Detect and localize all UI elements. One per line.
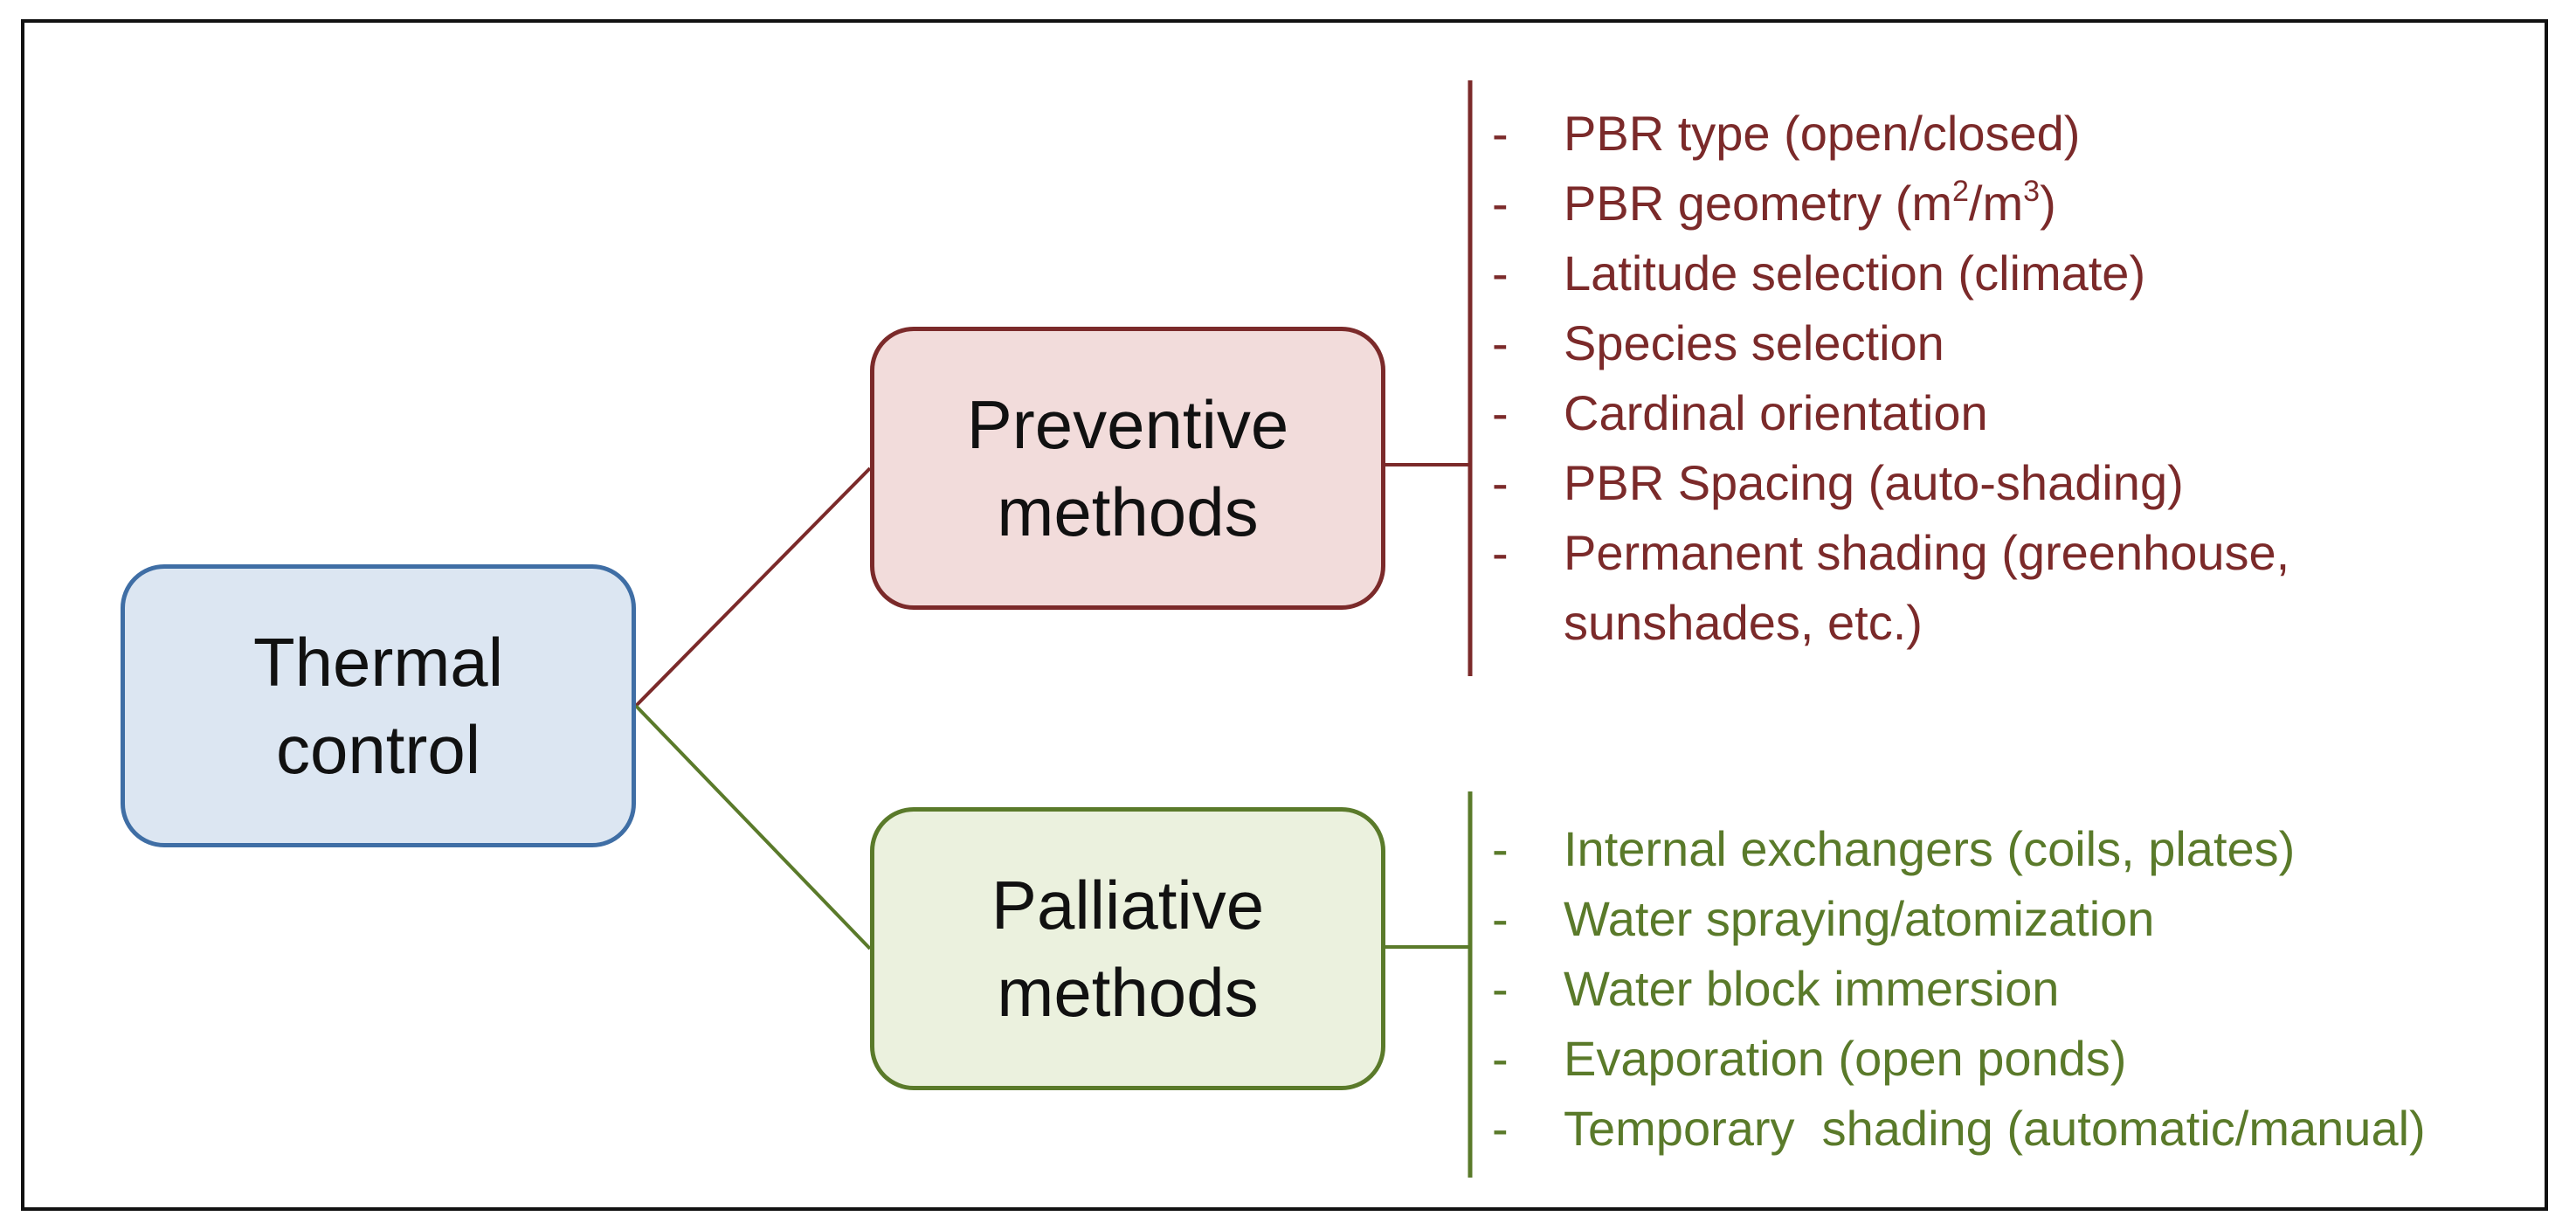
thermal-control-line1: Thermal <box>252 624 504 701</box>
list-item: - PBR type (open/closed) <box>1492 99 2289 169</box>
list-item-text: Water spraying/atomization <box>1564 891 2155 946</box>
list-item: - Water block immersion <box>1492 954 2426 1024</box>
list-item: - Permanent shading (greenhouse, sunshad… <box>1492 518 2290 658</box>
list-item: - Latitude selection (climate) <box>1492 238 2289 308</box>
preventive-methods-node: Preventive methods <box>870 327 1385 610</box>
preventive-methods-line1: Preventive <box>966 386 1289 463</box>
connector-root-palliative <box>634 704 872 950</box>
list-item-text: PBR type (open/closed) <box>1564 106 2081 161</box>
list-item: - PBR geometry (m2/m3) <box>1492 169 2289 238</box>
list-dash: - <box>1492 315 1509 370</box>
list-dash: - <box>1492 1101 1509 1156</box>
list-item-text: Latitude selection (climate) <box>1564 245 2146 301</box>
list-item: - Species selection <box>1492 308 2289 378</box>
list-item: - Water spraying/atomization <box>1492 884 2426 954</box>
list-dash: - <box>1492 821 1509 876</box>
list-item-text: Temporary shading (automatic/manual) <box>1564 1101 2426 1156</box>
list-item-text: PBR geometry (m2/m3) <box>1564 176 2056 231</box>
list-dash: - <box>1492 455 1509 510</box>
list-dash: - <box>1492 961 1509 1016</box>
list-item: - Cardinal orientation <box>1492 378 2289 448</box>
list-item: - Temporary shading (automatic/manual) <box>1492 1094 2426 1164</box>
list-item-text: Species selection <box>1564 315 1944 370</box>
thermal-control-line2: control <box>275 711 481 788</box>
list-item-text: Internal exchangers (coils, plates) <box>1564 821 2296 876</box>
list-dash: - <box>1492 385 1509 440</box>
thermal-control-node: Thermal control <box>121 564 636 847</box>
list-dash: - <box>1492 245 1509 301</box>
list-item-text: Water block immersion <box>1564 961 2060 1016</box>
list-dash: - <box>1492 891 1509 946</box>
list-item-text: Permanent shading (greenhouse, <box>1564 525 2290 580</box>
preventive-methods-list: - PBR type (open/closed) - PBR geometry … <box>1492 99 2290 658</box>
geometry-superscript-2: 2 <box>1952 175 1969 208</box>
palliative-methods-line1: Palliative <box>991 867 1265 943</box>
palliative-methods-line2: methods <box>997 954 1259 1031</box>
list-dash: - <box>1492 1031 1509 1086</box>
list-item: - Internal exchangers (coils, plates) <box>1492 814 2426 884</box>
geometry-text-pre: PBR geometry (m <box>1564 176 1952 231</box>
connector-root-preventive <box>634 466 872 708</box>
list-item: - PBR Spacing (auto-shading) <box>1492 448 2289 518</box>
list-item-text: Cardinal orientation <box>1564 385 1988 440</box>
geometry-text-mid: /m <box>1968 176 2024 231</box>
palliative-methods-list: - Internal exchangers (coils, plates) - … <box>1492 814 2426 1164</box>
list-dash: - <box>1492 176 1509 231</box>
list-dash: - <box>1492 525 1509 580</box>
palliative-methods-node: Palliative methods <box>870 807 1385 1090</box>
geometry-text-post: ) <box>2040 176 2056 231</box>
list-item-text: PBR Spacing (auto-shading) <box>1564 455 2184 510</box>
preventive-methods-line2: methods <box>997 473 1259 550</box>
list-item-text: Evaporation (open ponds) <box>1564 1031 2127 1086</box>
geometry-superscript-3: 3 <box>2023 175 2041 208</box>
list-item-continuation: sunshades, etc.) <box>1564 595 1923 650</box>
list-dash: - <box>1492 106 1509 161</box>
list-item: - Evaporation (open ponds) <box>1492 1024 2426 1094</box>
